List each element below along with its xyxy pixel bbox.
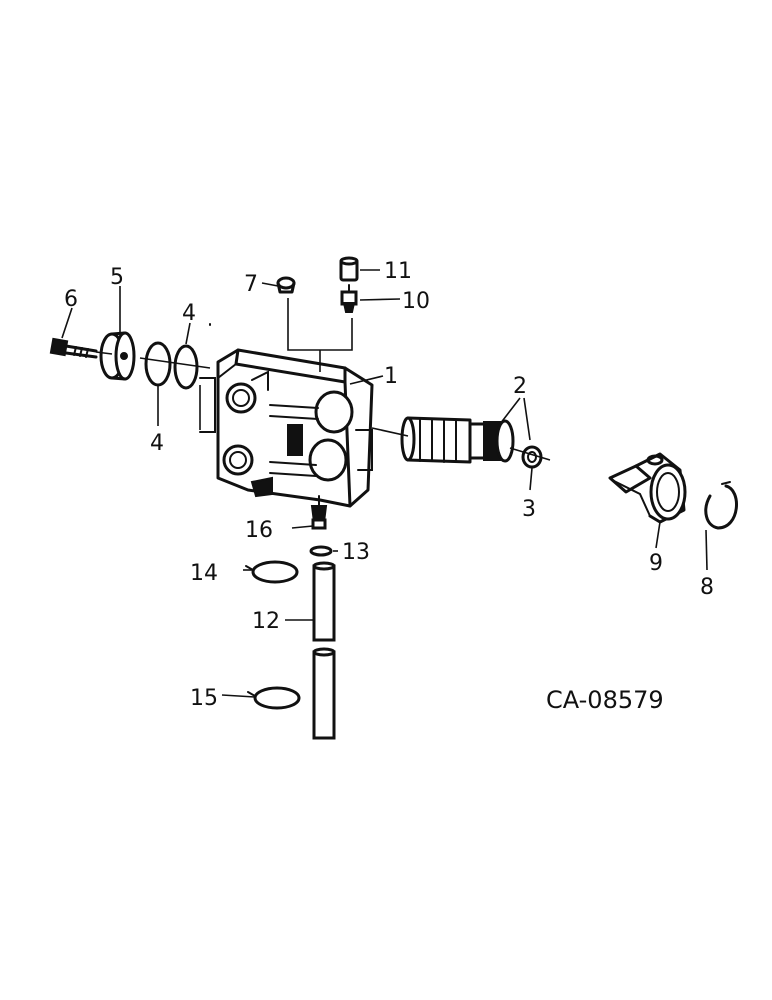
callout-2: 2 — [513, 374, 527, 399]
callout-leader-lines — [61, 269, 708, 698]
callout-4-lower: 4 — [150, 431, 164, 456]
assembly-axis-line — [95, 351, 551, 461]
clip-part-13 — [309, 545, 333, 557]
callout-6: 6 — [64, 287, 78, 312]
callout-3: 3 — [522, 497, 536, 522]
fitting-part-10 — [340, 284, 358, 313]
spool-part-2 — [400, 416, 515, 464]
callout-11: 11 — [384, 259, 412, 284]
callout-1: 1 — [384, 364, 398, 389]
callout-12: 12 — [252, 609, 280, 634]
callout-4-upper: 4 — [182, 301, 196, 326]
callout-7: 7 — [244, 272, 258, 297]
lever-housing-part-9 — [608, 452, 687, 524]
callout-15: 15 — [190, 686, 218, 711]
callout-8: 8 — [700, 575, 714, 600]
drawing-number: CA-08579 — [546, 686, 664, 714]
o-ring-part-4b — [173, 344, 199, 390]
fitting-leader-lines — [199, 298, 353, 430]
clamp-part-14 — [245, 560, 299, 584]
cap-part-11 — [339, 256, 359, 282]
callout-5: 5 — [110, 265, 124, 290]
end-cap-part-5 — [99, 331, 136, 381]
hose-part-12 — [312, 561, 336, 740]
o-ring-part-4a — [144, 341, 172, 387]
callout-10: 10 — [402, 289, 430, 314]
valve-body-part-1 — [199, 323, 374, 508]
clamp-part-15 — [247, 686, 301, 710]
callout-16: 16 — [245, 518, 273, 543]
callout-9: 9 — [649, 551, 663, 576]
fitting-part-16 — [310, 495, 328, 530]
callout-labels: 1 2 3 4 4 5 6 7 8 9 10 11 12 13 14 15 16 — [64, 259, 714, 711]
callout-14: 14 — [190, 561, 218, 586]
callout-13: 13 — [342, 540, 370, 565]
snap-ring-part-8 — [704, 481, 738, 530]
bolt-part-6 — [49, 337, 98, 359]
plug-part-7 — [276, 276, 296, 294]
